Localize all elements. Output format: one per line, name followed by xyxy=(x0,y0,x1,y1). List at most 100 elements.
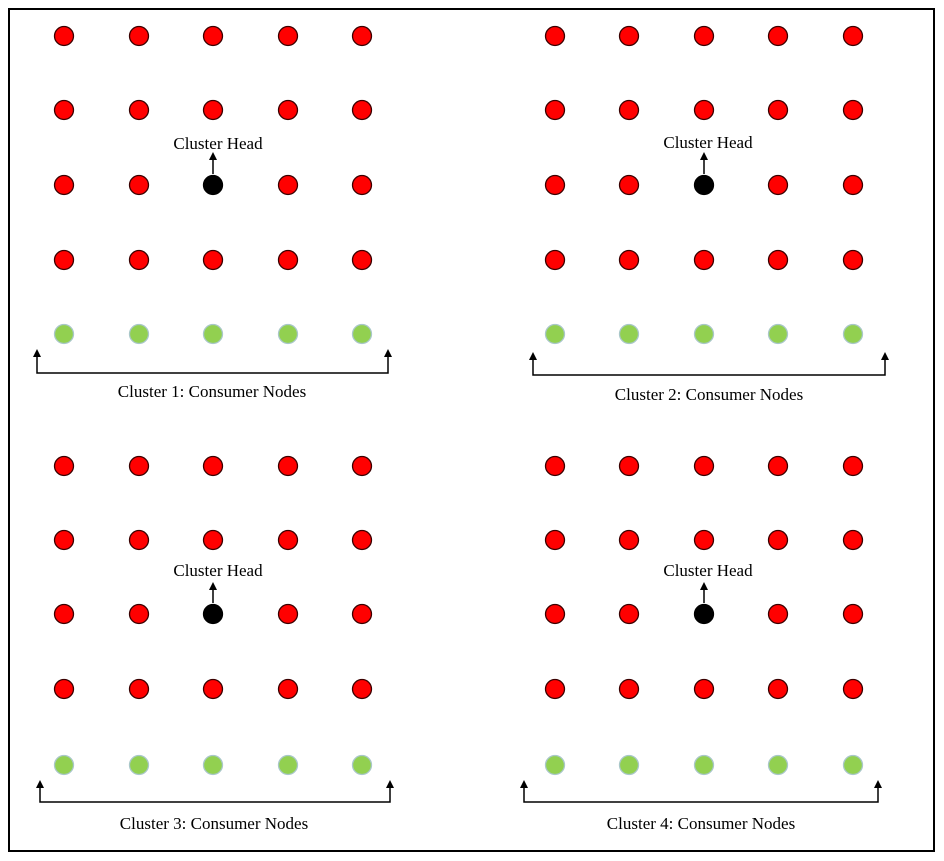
sensor-node xyxy=(544,99,566,121)
sensor-node xyxy=(693,249,715,271)
consumer-node xyxy=(693,754,715,776)
cluster-3-consumer-bracket xyxy=(36,780,394,803)
sensor-node xyxy=(277,174,299,196)
sensor-node xyxy=(842,249,864,271)
sensor-node xyxy=(842,678,864,700)
sensor-node xyxy=(128,249,150,271)
cluster-head-node xyxy=(693,603,715,625)
sensor-node xyxy=(618,25,640,47)
sensor-node xyxy=(351,99,373,121)
sensor-node xyxy=(767,455,789,477)
cluster-4-nodes xyxy=(544,455,864,776)
cluster-2-consumer-bracket xyxy=(529,352,889,376)
diagram-frame xyxy=(8,8,935,852)
consumer-node xyxy=(277,754,299,776)
consumer-node xyxy=(53,754,75,776)
sensor-node xyxy=(618,455,640,477)
sensor-node xyxy=(693,99,715,121)
sensor-node xyxy=(842,455,864,477)
cluster-1-consumer-bracket xyxy=(33,349,392,374)
sensor-node xyxy=(767,174,789,196)
cluster-3-head-label: Cluster Head xyxy=(173,561,263,580)
sensor-node xyxy=(202,99,224,121)
cluster-1-nodes xyxy=(53,25,373,345)
cluster-head-node xyxy=(202,603,224,625)
sensor-node xyxy=(202,678,224,700)
sensor-node xyxy=(842,99,864,121)
consumer-node xyxy=(202,323,224,345)
sensor-node xyxy=(53,249,75,271)
sensor-node xyxy=(53,25,75,47)
sensor-node xyxy=(277,25,299,47)
consumer-node xyxy=(693,323,715,345)
cluster-1-consumer-label: Cluster 1: Consumer Nodes xyxy=(118,382,306,401)
cluster-1-head-callout: Cluster Head xyxy=(173,134,263,174)
sensor-node xyxy=(767,99,789,121)
sensor-node xyxy=(544,174,566,196)
sensor-node xyxy=(351,174,373,196)
sensor-node xyxy=(618,603,640,625)
sensor-node xyxy=(767,529,789,551)
sensor-node xyxy=(351,249,373,271)
sensor-node xyxy=(544,249,566,271)
cluster-2: Cluster Head Cluster 2: Consumer Nodes xyxy=(529,25,889,404)
cluster-3-nodes xyxy=(53,455,373,776)
cluster-2-nodes xyxy=(544,25,864,345)
consumer-node xyxy=(128,323,150,345)
consumer-node xyxy=(277,323,299,345)
sensor-node xyxy=(693,455,715,477)
sensor-node xyxy=(277,455,299,477)
sensor-node xyxy=(618,529,640,551)
sensor-node xyxy=(767,678,789,700)
cluster-head-node xyxy=(202,174,224,196)
sensor-node xyxy=(693,25,715,47)
sensor-node xyxy=(767,249,789,271)
consumer-node xyxy=(544,754,566,776)
cluster-1-head-label: Cluster Head xyxy=(173,134,263,153)
consumer-node xyxy=(842,323,864,345)
sensor-node xyxy=(842,174,864,196)
sensor-node xyxy=(544,25,566,47)
sensor-node xyxy=(544,455,566,477)
sensor-node xyxy=(128,25,150,47)
sensor-node xyxy=(128,455,150,477)
consumer-node xyxy=(842,754,864,776)
sensor-node xyxy=(128,99,150,121)
consumer-node xyxy=(618,323,640,345)
cluster-1: Cluster Head Cluster 1: Consumer Nodes xyxy=(33,25,392,401)
sensor-node xyxy=(842,603,864,625)
sensor-node xyxy=(767,25,789,47)
cluster-2-consumer-label: Cluster 2: Consumer Nodes xyxy=(615,385,803,404)
sensor-node xyxy=(202,529,224,551)
sensor-node xyxy=(53,603,75,625)
sensor-node xyxy=(351,25,373,47)
sensor-node xyxy=(351,529,373,551)
sensor-node xyxy=(53,455,75,477)
consumer-node xyxy=(767,754,789,776)
cluster-3: Cluster Head Cluster 3: Consumer Nodes xyxy=(36,455,394,833)
consumer-node xyxy=(128,754,150,776)
cluster-2-head-callout: Cluster Head xyxy=(663,133,753,174)
sensor-node xyxy=(128,174,150,196)
sensor-node xyxy=(277,249,299,271)
consumer-node xyxy=(618,754,640,776)
sensor-node xyxy=(618,678,640,700)
sensor-node xyxy=(128,678,150,700)
cluster-3-head-callout: Cluster Head xyxy=(173,561,263,603)
sensor-node xyxy=(202,455,224,477)
sensor-node xyxy=(618,99,640,121)
sensor-node xyxy=(351,678,373,700)
cluster-head-node xyxy=(693,174,715,196)
sensor-node xyxy=(277,603,299,625)
sensor-node xyxy=(277,529,299,551)
sensor-node xyxy=(544,678,566,700)
sensor-node xyxy=(618,174,640,196)
consumer-node xyxy=(202,754,224,776)
sensor-node xyxy=(277,99,299,121)
sensor-node xyxy=(693,678,715,700)
sensor-node xyxy=(128,603,150,625)
consumer-node xyxy=(767,323,789,345)
sensor-node xyxy=(53,99,75,121)
sensor-node xyxy=(202,249,224,271)
